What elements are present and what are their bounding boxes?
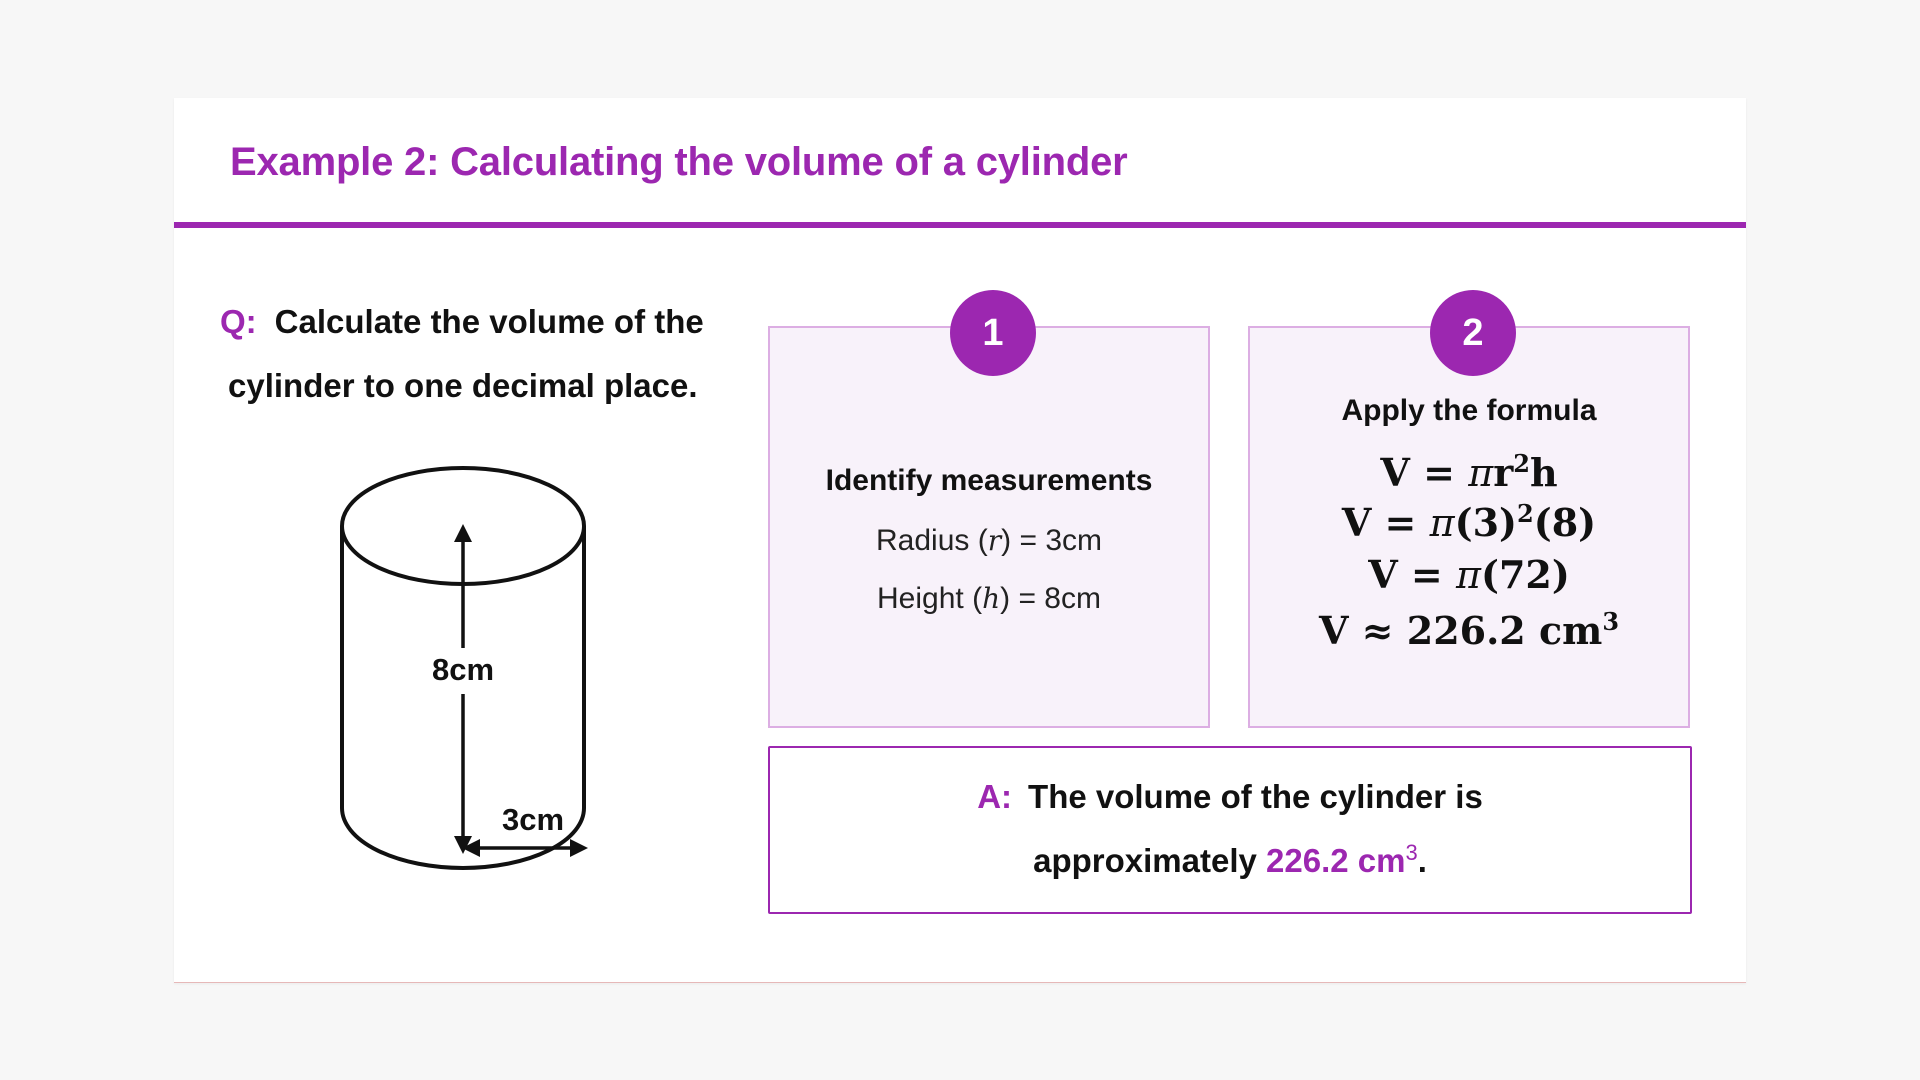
radius-value: = 3cm [1019, 524, 1102, 557]
formula-1-sup: 2 [1513, 449, 1530, 478]
formula-2-tail: (8) [1533, 500, 1597, 545]
formula-4-lhs: V ≈ [1318, 608, 1407, 653]
cylinder-body-outline [340, 526, 586, 870]
formula-line-2: V = π(3)2(8) [1250, 500, 1688, 545]
step-2-badge: 2 [1430, 290, 1516, 376]
height-value: = 8cm [1018, 582, 1101, 615]
radius-label-text: Radius [876, 524, 970, 557]
answer-period: . [1417, 842, 1427, 879]
height-label: 8cm [432, 652, 494, 687]
radius-measurement: Radius (r) = 3cm [770, 524, 1208, 558]
formula-2-pi: π [1429, 501, 1455, 545]
answer-text-1: The volume of the cylinder is [1028, 778, 1483, 815]
formula-line-4: V ≈ 226.2 cm3 [1250, 608, 1688, 653]
answer-line-2: approximately 226.2 cm3. [770, 842, 1690, 880]
radius-label: 3cm [502, 802, 564, 837]
formula-4-sup: 3 [1602, 607, 1620, 636]
cylinder-svg: 8cm 3cm [340, 466, 588, 870]
radius-variable: (r) [977, 524, 1012, 557]
question-prefix: Q: [220, 303, 257, 340]
height-var: h [982, 582, 1001, 615]
step-1-heading: Identify measurements [825, 464, 1153, 497]
slide-title: Example 2: Calculating the volume of a c… [230, 140, 1128, 184]
cylinder-diagram: 8cm 3cm [334, 458, 694, 918]
step-2-card: Apply the formula V = πr2h V = π(3)2(8) … [1248, 326, 1690, 728]
answer-box: A: The volume of the cylinder is approxim… [768, 746, 1692, 914]
formula-1-lhs: V = [1380, 450, 1469, 495]
question-text-2: cylinder to one decimal place. [228, 367, 698, 404]
question-text-1: Calculate the volume of the [274, 303, 704, 340]
formula-3-pi: π [1455, 553, 1481, 597]
answer-value: 226.2 cm3 [1266, 840, 1418, 880]
height-arrow-top-head [454, 524, 472, 542]
answer-prefix: A: [977, 778, 1013, 815]
formula-line-3: V = π(72) [1250, 552, 1688, 597]
step-2-heading: Apply the formula [1341, 394, 1597, 427]
formula-2-lhs: V = [1341, 500, 1430, 545]
slide: Example 2: Calculating the volume of a c… [174, 98, 1746, 983]
answer-value-sup: 3 [1405, 840, 1418, 865]
formula-2-rest: (3) [1454, 500, 1518, 545]
formula-line-1: V = πr2h [1250, 450, 1688, 495]
formula-1-rest: r [1493, 450, 1514, 495]
formula-3-rest: (72) [1480, 552, 1570, 597]
question-line-1: Q: Calculate the volume of the [220, 290, 760, 354]
question: Q: Calculate the volume of the cylinder t… [220, 290, 760, 418]
step-1-card: Identify measurements Radius (r) = 3cm H… [768, 326, 1210, 728]
height-label-text: Height [877, 582, 964, 615]
formula-4-rest: 226.2 cm [1406, 608, 1603, 653]
step-1-badge: 1 [950, 290, 1036, 376]
radius-arrow-left-head [462, 839, 480, 857]
formula-3-lhs: V = [1368, 552, 1456, 597]
height-measurement: Height (h) = 8cm [770, 582, 1208, 616]
radius-var: r [987, 524, 1002, 557]
formula-1-pi: π [1468, 451, 1494, 495]
answer-value-number: 226.2 cm [1266, 842, 1406, 879]
height-arrow-bottom-head [454, 836, 472, 854]
answer-text-2: approximately [1033, 842, 1267, 879]
title-divider [174, 222, 1746, 228]
radius-arrow-right-head [570, 839, 588, 857]
formula-1-tail: h [1529, 450, 1558, 495]
formula-2-sup: 2 [1517, 499, 1534, 528]
height-variable: (h) [972, 582, 1011, 615]
answer-line-1: A: The volume of the cylinder is [770, 778, 1690, 816]
